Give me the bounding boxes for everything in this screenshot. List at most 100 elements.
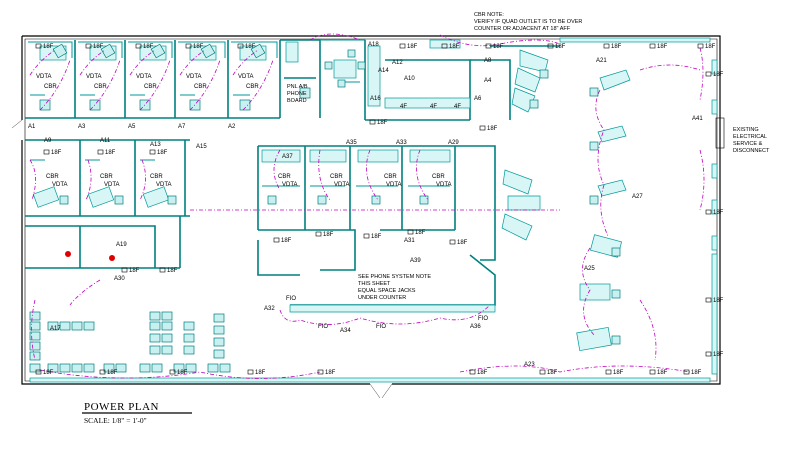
duplex-outlet-icon: 18F bbox=[169, 369, 188, 376]
outlet-tag: 18F bbox=[325, 370, 336, 376]
outlet-tag: 18F bbox=[487, 126, 498, 132]
circuit-routing bbox=[29, 33, 705, 379]
circuit-tag-a1: A1 bbox=[28, 124, 36, 130]
outlet-tag: 18F bbox=[611, 44, 622, 50]
circuit-tag-a3: A3 bbox=[78, 124, 86, 130]
device-tag-vdt: VDTA bbox=[386, 182, 402, 188]
outlet-tag: 18F bbox=[547, 370, 558, 376]
duplex-outlet-icon: 18F bbox=[247, 369, 266, 376]
device-tag-cbr: CBR bbox=[330, 174, 343, 180]
electrical-note-line-3: SERVICE & bbox=[733, 141, 763, 147]
outlet-tag: 18F bbox=[371, 234, 382, 240]
outlet-tag: 18F bbox=[93, 44, 104, 50]
device-tag-fourf: 4F bbox=[400, 104, 407, 110]
duplex-outlet-icon: 18F bbox=[85, 43, 104, 50]
outlet-tag: 18F bbox=[323, 232, 334, 238]
highlight-marker bbox=[65, 251, 71, 257]
cbr-note-line-3: COUNTER OR ADJACENT AT 18" AFF bbox=[474, 26, 571, 32]
outlet-tag: 18F bbox=[43, 44, 54, 50]
waiting-seating bbox=[29, 311, 231, 373]
outlet-tag: 18F bbox=[713, 298, 724, 304]
duplex-outlet-icon: 18F bbox=[605, 369, 624, 376]
outlet-tag: 18F bbox=[281, 238, 292, 244]
duplex-outlet-icon: 18F bbox=[539, 369, 558, 376]
outlet-tag: 18F bbox=[143, 44, 154, 50]
duplex-outlet-icon: 18F bbox=[479, 125, 498, 132]
outlet-tag: 18F bbox=[245, 44, 256, 50]
duplex-outlet-icon: 18F bbox=[705, 351, 724, 358]
duplex-outlet-icon: 18F bbox=[649, 43, 668, 50]
cbr-note-line-1: CBR NOTE: bbox=[474, 12, 504, 18]
outlet-tag: 18F bbox=[157, 150, 168, 156]
duplex-outlet-icon: 18F bbox=[399, 43, 418, 50]
device-tag-vdt: VDTA bbox=[52, 182, 68, 188]
outlet-tag: 18F bbox=[105, 150, 116, 156]
device-tag-fio: FIO bbox=[376, 324, 386, 330]
duplex-outlet-icon: 18F bbox=[369, 119, 388, 126]
circuit-tag-a17: A17 bbox=[50, 326, 61, 332]
phone-note-line-4: UNDER COUNTER bbox=[358, 295, 406, 301]
drawing-scale: SCALE: 1/8" = 1'-0" bbox=[84, 416, 147, 425]
duplex-outlet-icon: 18F bbox=[441, 43, 460, 50]
duplex-outlet-icon: 18F bbox=[121, 267, 140, 274]
duplex-outlet-icon: 18F bbox=[705, 71, 724, 78]
device-tag-cbr: CBR bbox=[44, 84, 57, 90]
circuit-tag-a36: A36 bbox=[470, 324, 481, 330]
duplex-outlet-icon: 18F bbox=[603, 43, 622, 50]
circuit-tag-a33: A33 bbox=[396, 140, 407, 146]
duplex-outlet-icon: 18F bbox=[35, 43, 54, 50]
outlet-tag: 18F bbox=[493, 44, 504, 50]
device-tag-vdt: VDTA bbox=[436, 182, 452, 188]
device-tag-cbr: CBR bbox=[144, 84, 157, 90]
phone-note-line-2: THIS SHEET bbox=[358, 281, 391, 287]
device-tag-fourf: 4F bbox=[454, 104, 461, 110]
circuit-tag-a13: A13 bbox=[150, 142, 161, 148]
middle-center-offices bbox=[257, 145, 541, 276]
device-tag-vdt: VDTA bbox=[86, 74, 102, 80]
duplex-outlet-icon: 18F bbox=[97, 149, 116, 156]
outlet-tag: 18F bbox=[613, 370, 624, 376]
circuit-tag-a8: A8 bbox=[484, 58, 492, 64]
phone-note-line-3: EQUAL SPACE JACKS bbox=[358, 288, 416, 294]
outlet-tag: 18F bbox=[177, 370, 188, 376]
device-tag-vdt: VDTA bbox=[186, 74, 202, 80]
circuit-tag-a2: A2 bbox=[228, 124, 236, 130]
circuit-tag-a25: A25 bbox=[584, 266, 595, 272]
duplex-outlet-icon: 18F bbox=[237, 43, 256, 50]
duplex-outlet-icon: 18F bbox=[315, 231, 334, 238]
outlet-tag: 18F bbox=[51, 150, 62, 156]
outlet-tag: 18F bbox=[415, 230, 426, 236]
duplex-outlet-icon: 18F bbox=[683, 369, 702, 376]
outlet-tag: 18F bbox=[477, 370, 488, 376]
annotations: CBR NOTE: VERIFY IF QUAD OUTLET IS TO BE… bbox=[287, 12, 770, 301]
circuit-tag-a30: A30 bbox=[114, 276, 125, 282]
outlet-tag: 18F bbox=[407, 44, 418, 50]
reception-counter bbox=[289, 254, 496, 313]
outlet-tag: 18F bbox=[107, 370, 118, 376]
electrical-note-line-4: DISCONNECT bbox=[733, 148, 770, 154]
duplex-outlet-icon: 18F bbox=[135, 43, 154, 50]
device-tag-fourf: 4F bbox=[430, 104, 437, 110]
circuit-tag-a21: A21 bbox=[596, 58, 607, 64]
circuit-tag-a11: A11 bbox=[100, 138, 111, 144]
device-tag-vdt: VDTA bbox=[282, 182, 298, 188]
circuit-tag-a5: A5 bbox=[128, 124, 136, 130]
device-tag-vdt: VDTA bbox=[104, 182, 120, 188]
outlet-tag: 18F bbox=[255, 370, 266, 376]
east-wall-fixtures bbox=[29, 37, 718, 383]
device-tag-cbr: CBR bbox=[46, 174, 59, 180]
device-tag-cbr: CBR bbox=[94, 84, 107, 90]
circuit-tag-a7: A7 bbox=[178, 124, 186, 130]
electrical-note-line-1: EXISTING bbox=[733, 127, 759, 133]
circuit-tag-a23: A23 bbox=[524, 362, 535, 368]
outlet-tag: 18F bbox=[167, 268, 178, 274]
duplex-outlet-icon: 18F bbox=[149, 149, 168, 156]
device-tag-cbr: CBR bbox=[278, 174, 291, 180]
phone-note-line-1: SEE PHONE SYSTEM NOTE bbox=[358, 274, 431, 280]
circuit-tag-a18: A18 bbox=[368, 42, 379, 48]
circuit-tag-a27: A27 bbox=[632, 194, 643, 200]
building-outline bbox=[11, 35, 725, 399]
circuit-tag-a29: A29 bbox=[448, 140, 459, 146]
duplex-outlet-icon: 18F bbox=[705, 297, 724, 304]
